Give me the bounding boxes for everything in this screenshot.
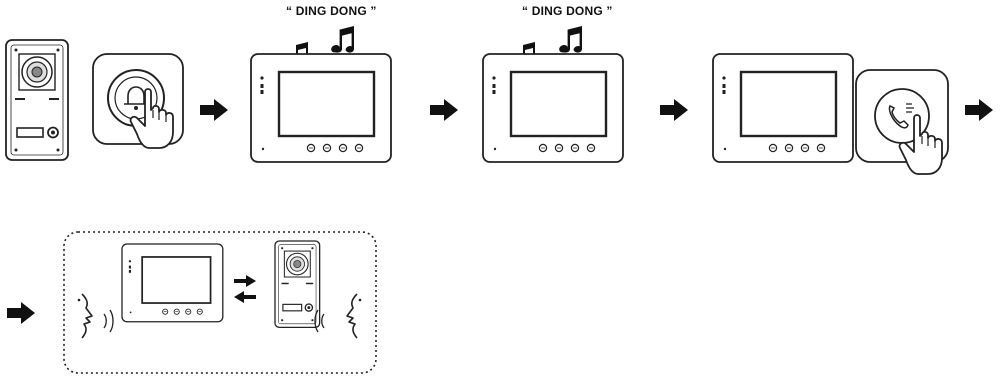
face-speaking-icon — [346, 293, 363, 339]
sound-waves-icon — [314, 309, 325, 333]
press-call-button-icon — [92, 53, 184, 149]
indoor-monitor-ringing-icon — [481, 52, 625, 164]
arrow-right-icon — [7, 302, 35, 324]
two-way-arrows-icon — [234, 275, 256, 303]
press-answer-button-icon — [855, 69, 949, 175]
outdoor-camera-panel-icon — [274, 240, 321, 329]
indoor-monitor-icon — [711, 52, 855, 164]
arrow-right-icon — [430, 99, 458, 121]
music-note-icon — [559, 26, 582, 53]
music-note-icon — [331, 26, 354, 53]
indoor-monitor-ringing-icon — [249, 52, 393, 164]
arrow-right-icon — [660, 99, 688, 121]
ding-dong-caption-2: “ DING DONG ” — [522, 4, 613, 18]
outdoor-camera-panel-icon — [5, 39, 69, 161]
talk-session-frame — [63, 231, 377, 374]
sound-waves-icon — [103, 309, 114, 333]
face-speaking-icon — [76, 293, 93, 339]
arrow-right-icon — [200, 99, 228, 121]
arrow-right-icon — [965, 99, 993, 121]
ding-dong-caption-1: “ DING DONG ” — [286, 4, 377, 18]
indoor-monitor-talking-icon — [121, 243, 224, 323]
